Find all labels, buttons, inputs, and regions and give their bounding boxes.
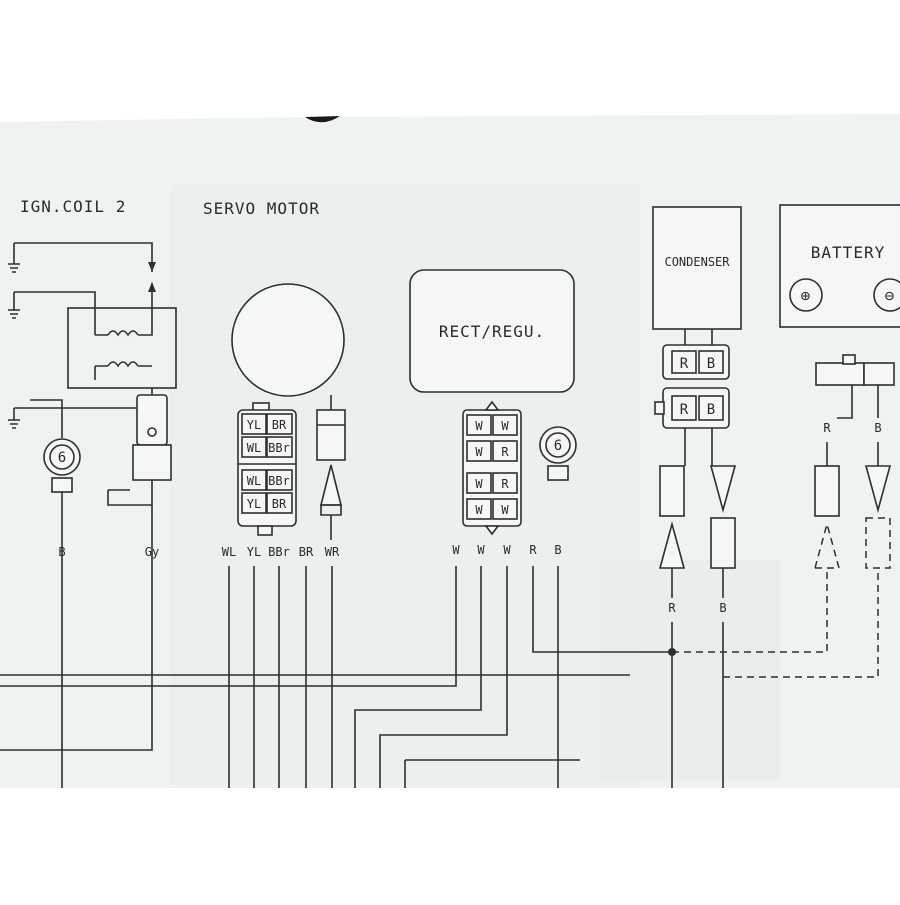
servo-pin: BBr [268,441,290,455]
battery-plus-label: ⊕ [801,286,812,305]
binder-hole [305,116,340,123]
wire-label-regu: W [503,543,511,557]
battery-minus-label: ⊖ [885,286,896,305]
condenser-pin: B [707,402,715,418]
ign-coil-label: IGN.COIL 2 [20,197,126,216]
ground-marker: 6 [58,450,66,466]
servo-wires [228,515,333,788]
servo-pin: BBr [268,474,290,488]
regu-pin: R [501,477,509,491]
condenser-pin: R [680,402,689,418]
regu-pin: W [501,503,509,517]
ground-symbol [8,263,20,273]
servo-pin: BR [272,497,287,511]
rect-regu-box [409,269,575,393]
battery-label: BATTERY [811,243,885,262]
wire-label-ign-b: B [58,545,65,559]
servo-motor [231,283,346,536]
regu-pin: R [501,445,509,459]
servo-motor-label: SERVO MOTOR [203,199,320,218]
rect-regu-label: RECT/REGU. [439,322,545,341]
servo-motor-body [231,283,345,397]
condenser-label: CONDENSER [664,255,730,269]
wire-label-condenser-b: B [719,601,726,615]
rect-regu [409,269,577,536]
servo-pin: WL [247,474,261,488]
condenser-pin: R [680,356,689,372]
regu-pin: W [475,445,483,459]
wire-label-servo: WR [325,545,340,559]
ign-coil: 6 [0,242,177,788]
wire-label-servo: YL [247,545,261,559]
regu-pin: W [475,477,483,491]
wire-label-servo: BR [299,545,314,559]
wire-label-regu: R [529,543,537,557]
wire-harness [0,566,879,788]
condenser [652,206,742,569]
battery [779,204,900,569]
regu-connector [462,409,522,527]
wire-label-regu: W [452,543,460,557]
servo-pin: WL [247,441,261,455]
ground-symbol [8,309,20,319]
wire-label-condenser-r: R [668,601,676,615]
battery-minus-terminal [873,278,900,312]
ground-symbol [8,419,20,429]
servo-pin: BR [272,418,287,432]
wire-label-battery-r: R [823,421,831,435]
regu-pin: W [475,503,483,517]
watermark-gear [600,560,780,780]
battery-plus-terminal [789,278,823,312]
spark-plug-cap [136,394,168,446]
wire-label-servo: WL [222,545,236,559]
servo-pin: YL [247,497,261,511]
condenser-pin: B [707,356,715,372]
battery-fuse [815,362,865,386]
regu-pin: W [475,419,483,433]
ground-marker: 6 [554,438,562,454]
wire-label-regu: B [554,543,561,557]
wire-label-servo: BBr [268,545,290,559]
servo-pin: YL [247,418,261,432]
wire-label-regu: W [477,543,485,557]
wire-label-battery-b: B [874,421,881,435]
condenser-box [652,206,742,330]
wire-label-ign-gy: Gy [145,545,159,559]
regu-pin: W [501,419,509,433]
